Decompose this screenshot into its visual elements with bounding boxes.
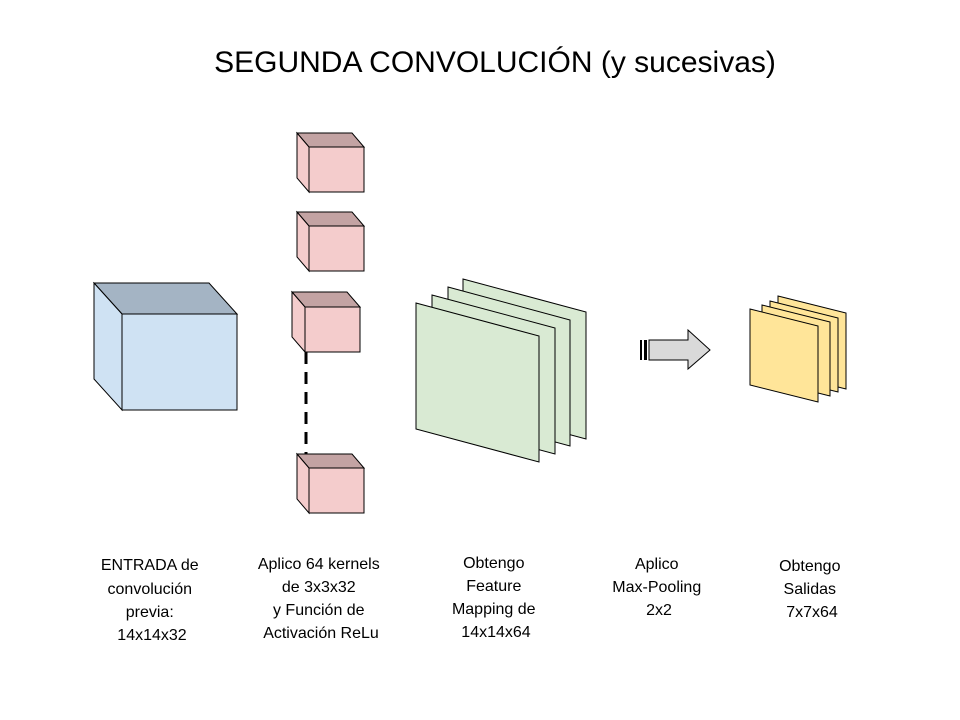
- caption-line: Feature: [466, 578, 521, 595]
- caption-line: Max-Pooling: [612, 579, 701, 596]
- input-volume-cube: [92, 281, 239, 412]
- caption-line: Activación ReLu: [263, 625, 379, 642]
- caption-line: Mapping de: [452, 601, 536, 618]
- caption-line: 14x14x64: [461, 624, 530, 641]
- caption-line: Aplico 64 kernels: [258, 556, 380, 573]
- kernel-cube: [295, 210, 366, 273]
- caption-line: previa:: [126, 604, 174, 621]
- input-caption: ENTRADA de convolución previa: 14x14x32: [101, 557, 203, 644]
- caption-line: 14x14x32: [117, 627, 186, 644]
- kernels-caption: Aplico 64 kernels de 3x3x32 y Función de…: [258, 556, 384, 642]
- caption-line: 2x2: [646, 602, 672, 619]
- caption-line: Obtengo: [463, 555, 524, 572]
- right-arrow-icon: [640, 328, 711, 371]
- output-map-stack: [749, 295, 847, 403]
- caption-line: convolución: [108, 581, 193, 598]
- diagram-title: SEGUNDA CONVOLUCIÓN (y sucesivas): [214, 46, 776, 79]
- kernel-cube: [290, 290, 362, 354]
- kernel-cubes: [290, 131, 366, 515]
- caption-line: Aplico: [635, 556, 679, 573]
- pool-caption: Aplico Max-Pooling 2x2: [612, 556, 705, 619]
- input-cube-face: [121, 313, 238, 411]
- caption-line: Obtengo: [779, 558, 840, 575]
- feature-map-layer: [415, 302, 540, 463]
- caption-line: de 3x3x32: [282, 579, 356, 596]
- output-map-layer: [749, 308, 819, 403]
- caption-line: 7x7x64: [786, 604, 838, 621]
- feature-caption: Obtengo Feature Mapping de 14x14x64: [452, 555, 540, 641]
- feature-map-stack: [415, 278, 587, 463]
- output-caption: Obtengo Salidas 7x7x64: [779, 558, 845, 621]
- caption-line: Salidas: [784, 581, 836, 598]
- caption-line: y Función de: [273, 602, 365, 619]
- kernel-cube: [295, 131, 366, 194]
- kernel-cube: [295, 452, 366, 515]
- caption-line: ENTRADA de: [101, 557, 199, 574]
